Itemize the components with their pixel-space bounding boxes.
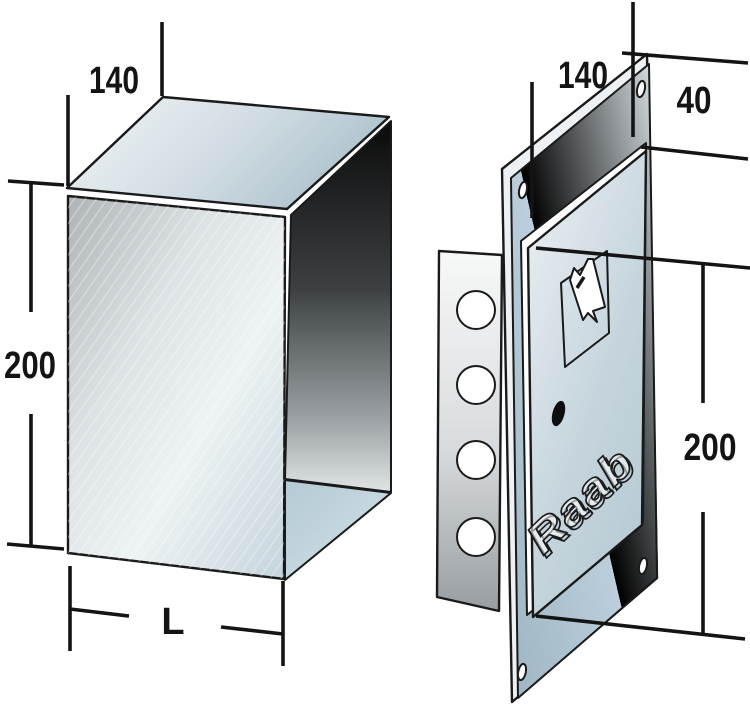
strip-hole	[456, 440, 496, 480]
door-lock-hole	[551, 400, 566, 427]
duct-height-label: 200	[4, 345, 56, 387]
frame-corner-slot	[637, 556, 649, 576]
strip-hole	[456, 517, 496, 557]
flange-tick-bottom	[640, 145, 749, 161]
duct-inner-bottom-face	[284, 479, 392, 581]
door-height-label: 200	[684, 427, 737, 469]
door-width-label: 140	[558, 55, 608, 97]
duct-front-face-brushed-texture	[68, 196, 285, 579]
flange-width-label: 40	[677, 80, 712, 122]
duct-length-line-right	[220, 625, 284, 636]
frame-corner-slot	[517, 180, 529, 200]
access-door-dimensions: 140 40 200	[530, 2, 750, 641]
access-door-view: Raab Raab	[435, 52, 659, 704]
door-label-fold-mark	[575, 276, 586, 289]
duct-height-tick-top	[7, 179, 65, 187]
strip-hole	[456, 290, 496, 330]
frame-corner-slot	[516, 662, 528, 682]
duct-width-label: 140	[89, 60, 139, 102]
duct-dimensions: 140 200 L	[4, 22, 285, 666]
frame-corner-slot	[635, 79, 647, 99]
duct-top-face	[65, 95, 391, 211]
door-height-tick-bottom	[535, 614, 746, 641]
door-height-tick-top	[535, 246, 750, 270]
duct-length-line-left	[69, 607, 130, 618]
duct-height-tick-bottom	[6, 542, 65, 551]
door-label-sticker-icon	[569, 258, 606, 323]
duct-view	[65, 95, 392, 581]
flange-tick-top	[621, 51, 749, 65]
duct-length-label: L	[161, 601, 184, 643]
door-leaf-face	[526, 149, 648, 619]
strip-hole	[456, 365, 496, 405]
